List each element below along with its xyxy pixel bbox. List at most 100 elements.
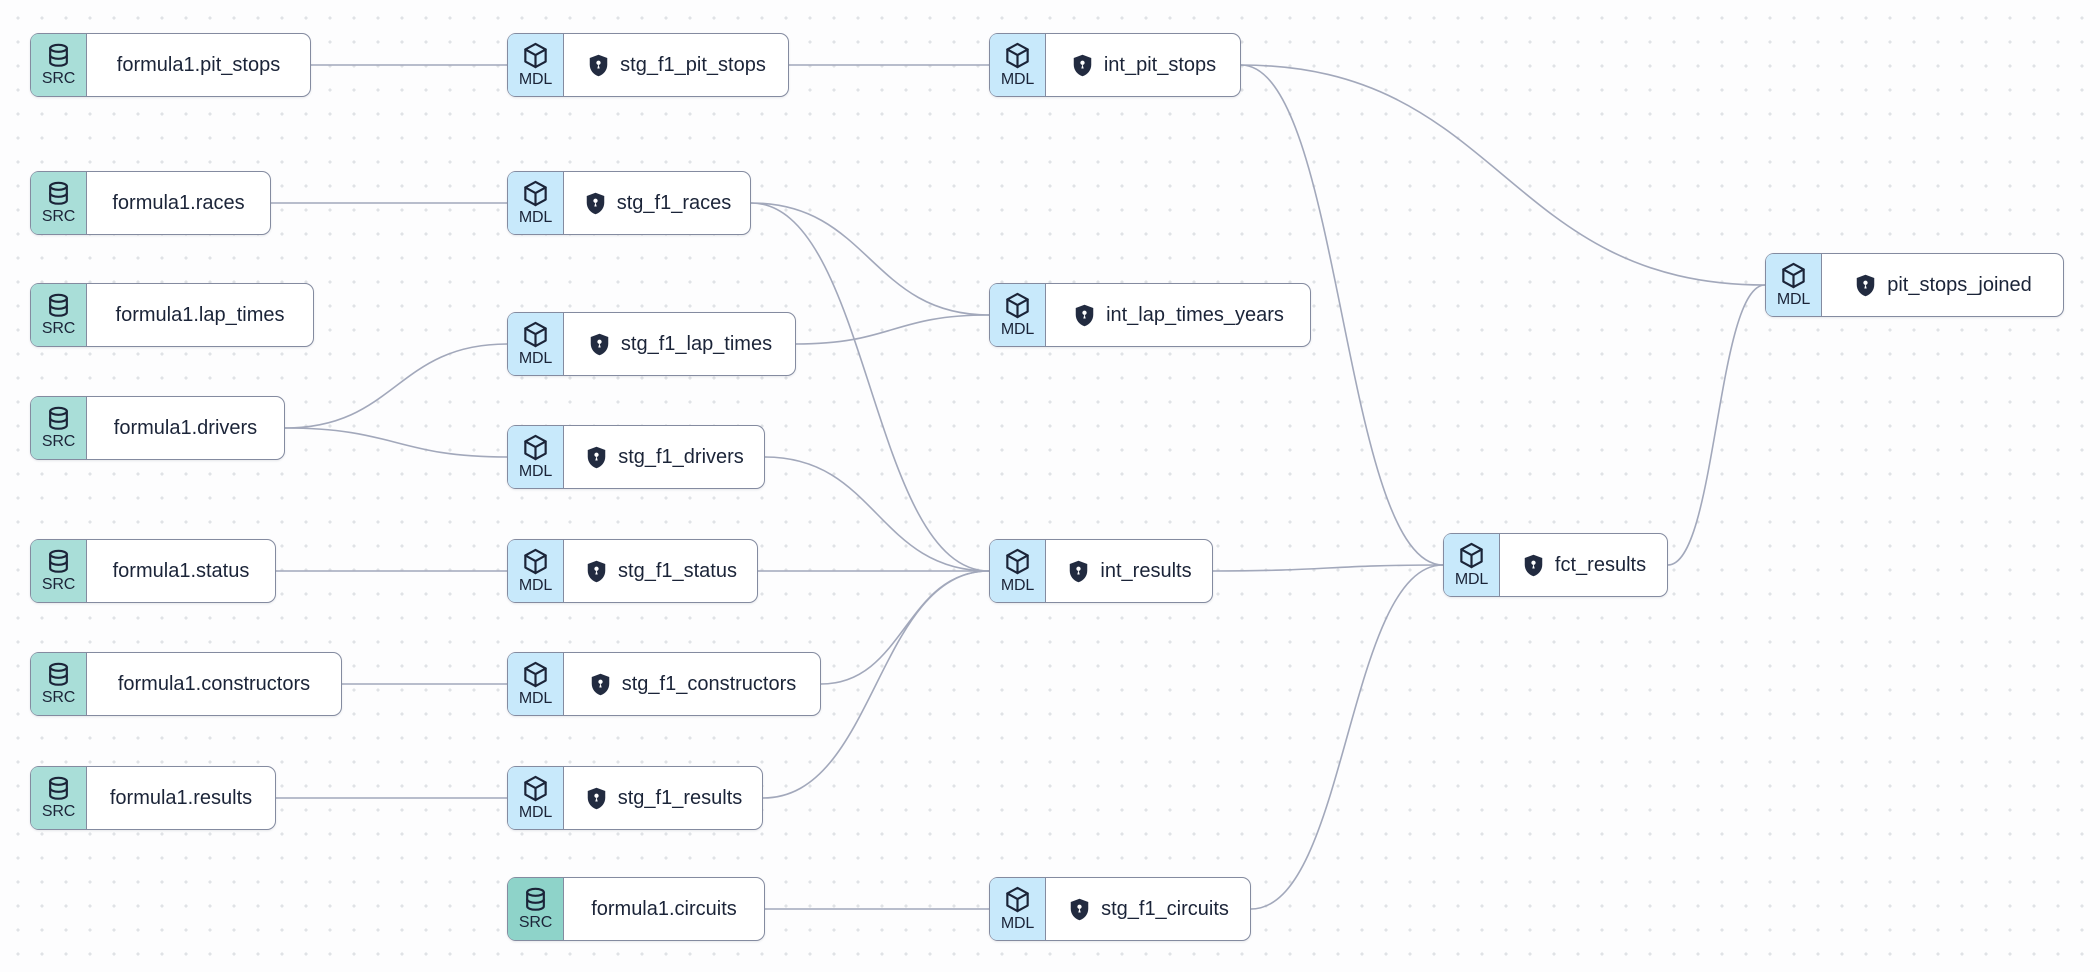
node-label: stg_f1_races [616,191,732,214]
access-shield-icon [584,786,609,811]
node-body: formula1.drivers [87,397,284,459]
edge-src_drivers-to-stg_lap_times [284,343,508,429]
cube-icon [1003,41,1032,72]
source-type-badge: SRC [31,540,87,602]
node-label: formula1.constructors [117,672,311,695]
node-body: int_pit_stops [1046,34,1240,96]
node-type-label: MDL [1454,571,1489,589]
node-body: int_lap_times_years [1046,284,1310,346]
node-label: pit_stops_joined [1887,273,2032,296]
model-type-badge: MDL [990,284,1046,346]
lineage-node-formula1-constructors[interactable]: SRC formula1.constructors [30,652,342,716]
source-type-badge: SRC [31,284,87,346]
node-type-label: SRC [41,689,76,707]
source-type-badge: SRC [31,653,87,715]
lineage-node-stg-f1-lap-times[interactable]: MDL stg_f1_lap_times [507,312,796,376]
lineage-node-formula1-circuits[interactable]: SRC formula1.circuits [507,877,765,941]
lineage-node-stg-f1-pit-stops[interactable]: MDL stg_f1_pit_stops [507,33,789,97]
node-body: stg_f1_results [564,767,762,829]
cube-icon [521,41,550,72]
model-type-badge: MDL [508,653,564,715]
node-body: pit_stops_joined [1822,254,2063,316]
node-type-label: MDL [518,209,553,227]
node-body: stg_f1_lap_times [564,313,795,375]
node-label: int_lap_times_years [1106,303,1284,326]
lineage-node-formula1-results[interactable]: SRC formula1.results [30,766,276,830]
node-label: formula1.results [109,786,253,809]
model-type-badge: MDL [990,540,1046,602]
node-type-label: MDL [518,577,553,595]
node-type-label: MDL [1000,321,1035,339]
node-type-label: SRC [518,914,553,932]
node-label: formula1.lap_times [115,303,285,326]
node-label: stg_f1_constructors [621,672,797,695]
node-body: formula1.lap_times [87,284,313,346]
node-label: stg_f1_pit_stops [620,53,766,76]
node-type-label: SRC [41,70,76,88]
cube-icon [521,433,550,464]
node-type-label: MDL [518,350,553,368]
node-body: stg_f1_status [564,540,757,602]
node-type-label: MDL [1000,577,1035,595]
lineage-node-stg-f1-races[interactable]: MDL stg_f1_races [507,171,751,235]
access-shield-icon [588,672,613,697]
source-type-badge: SRC [31,767,87,829]
cube-icon [1003,291,1032,322]
database-icon [522,886,549,915]
access-shield-icon [1067,897,1092,922]
lineage-node-stg-f1-constructors[interactable]: MDL stg_f1_constructors [507,652,821,716]
access-shield-icon [1070,53,1095,78]
database-icon [45,405,72,434]
model-type-badge: MDL [1766,254,1822,316]
lineage-node-stg-f1-status[interactable]: MDL stg_f1_status [507,539,758,603]
cube-icon [521,660,550,691]
model-type-badge: MDL [508,426,564,488]
access-shield-icon [1853,273,1878,298]
cube-icon [1779,261,1808,292]
database-icon [45,180,72,209]
node-type-label: MDL [1776,291,1811,309]
node-body: formula1.constructors [87,653,341,715]
lineage-node-formula1-lap-times[interactable]: SRC formula1.lap_times [30,283,314,347]
model-type-badge: MDL [508,540,564,602]
node-label: formula1.pit_stops [116,53,281,76]
node-body: stg_f1_circuits [1046,878,1250,940]
node-body: stg_f1_constructors [564,653,820,715]
node-body: stg_f1_races [564,172,750,234]
cube-icon [521,774,550,805]
node-type-label: MDL [518,71,553,89]
node-label: fct_results [1554,553,1647,576]
lineage-node-int-results[interactable]: MDL int_results [989,539,1213,603]
edge-stg_races-to-int_lap_times_years [750,202,990,316]
database-icon [45,775,72,804]
edge-stg_constructors-to-int_results [820,570,990,685]
lineage-node-int-lap-times-years[interactable]: MDL int_lap_times_years [989,283,1311,347]
edge-int_results-to-fct_results [1212,564,1444,572]
lineage-node-pit-stops-joined[interactable]: MDL pit_stops_joined [1765,253,2064,317]
access-shield-icon [587,332,612,357]
node-label: formula1.status [112,559,250,582]
lineage-node-formula1-pit-stops[interactable]: SRC formula1.pit_stops [30,33,311,97]
database-icon [45,661,72,690]
lineage-node-formula1-status[interactable]: SRC formula1.status [30,539,276,603]
model-type-badge: MDL [990,34,1046,96]
edge-stg_races-to-int_results [750,202,990,572]
source-type-badge: SRC [31,172,87,234]
node-label: stg_f1_results [617,786,743,809]
node-label: int_results [1100,559,1192,582]
node-body: formula1.circuits [564,878,764,940]
access-shield-icon [586,53,611,78]
database-icon [45,548,72,577]
node-body: int_results [1046,540,1212,602]
node-body: stg_f1_pit_stops [564,34,788,96]
edge-src_drivers-to-stg_drivers [284,427,508,458]
lineage-node-fct-results[interactable]: MDL fct_results [1443,533,1668,597]
node-label: stg_f1_status [618,559,737,582]
